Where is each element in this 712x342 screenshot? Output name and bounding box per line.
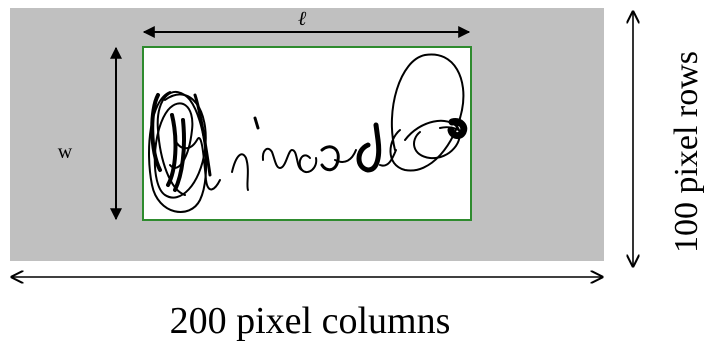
handwritten-signature [148,53,468,213]
signature-bounding-box [142,46,472,221]
width-label: w [58,141,73,163]
rows-label: 100 pixel rows [668,51,705,253]
length-label: ℓ [298,8,307,30]
columns-label: 200 pixel columns [170,300,451,342]
